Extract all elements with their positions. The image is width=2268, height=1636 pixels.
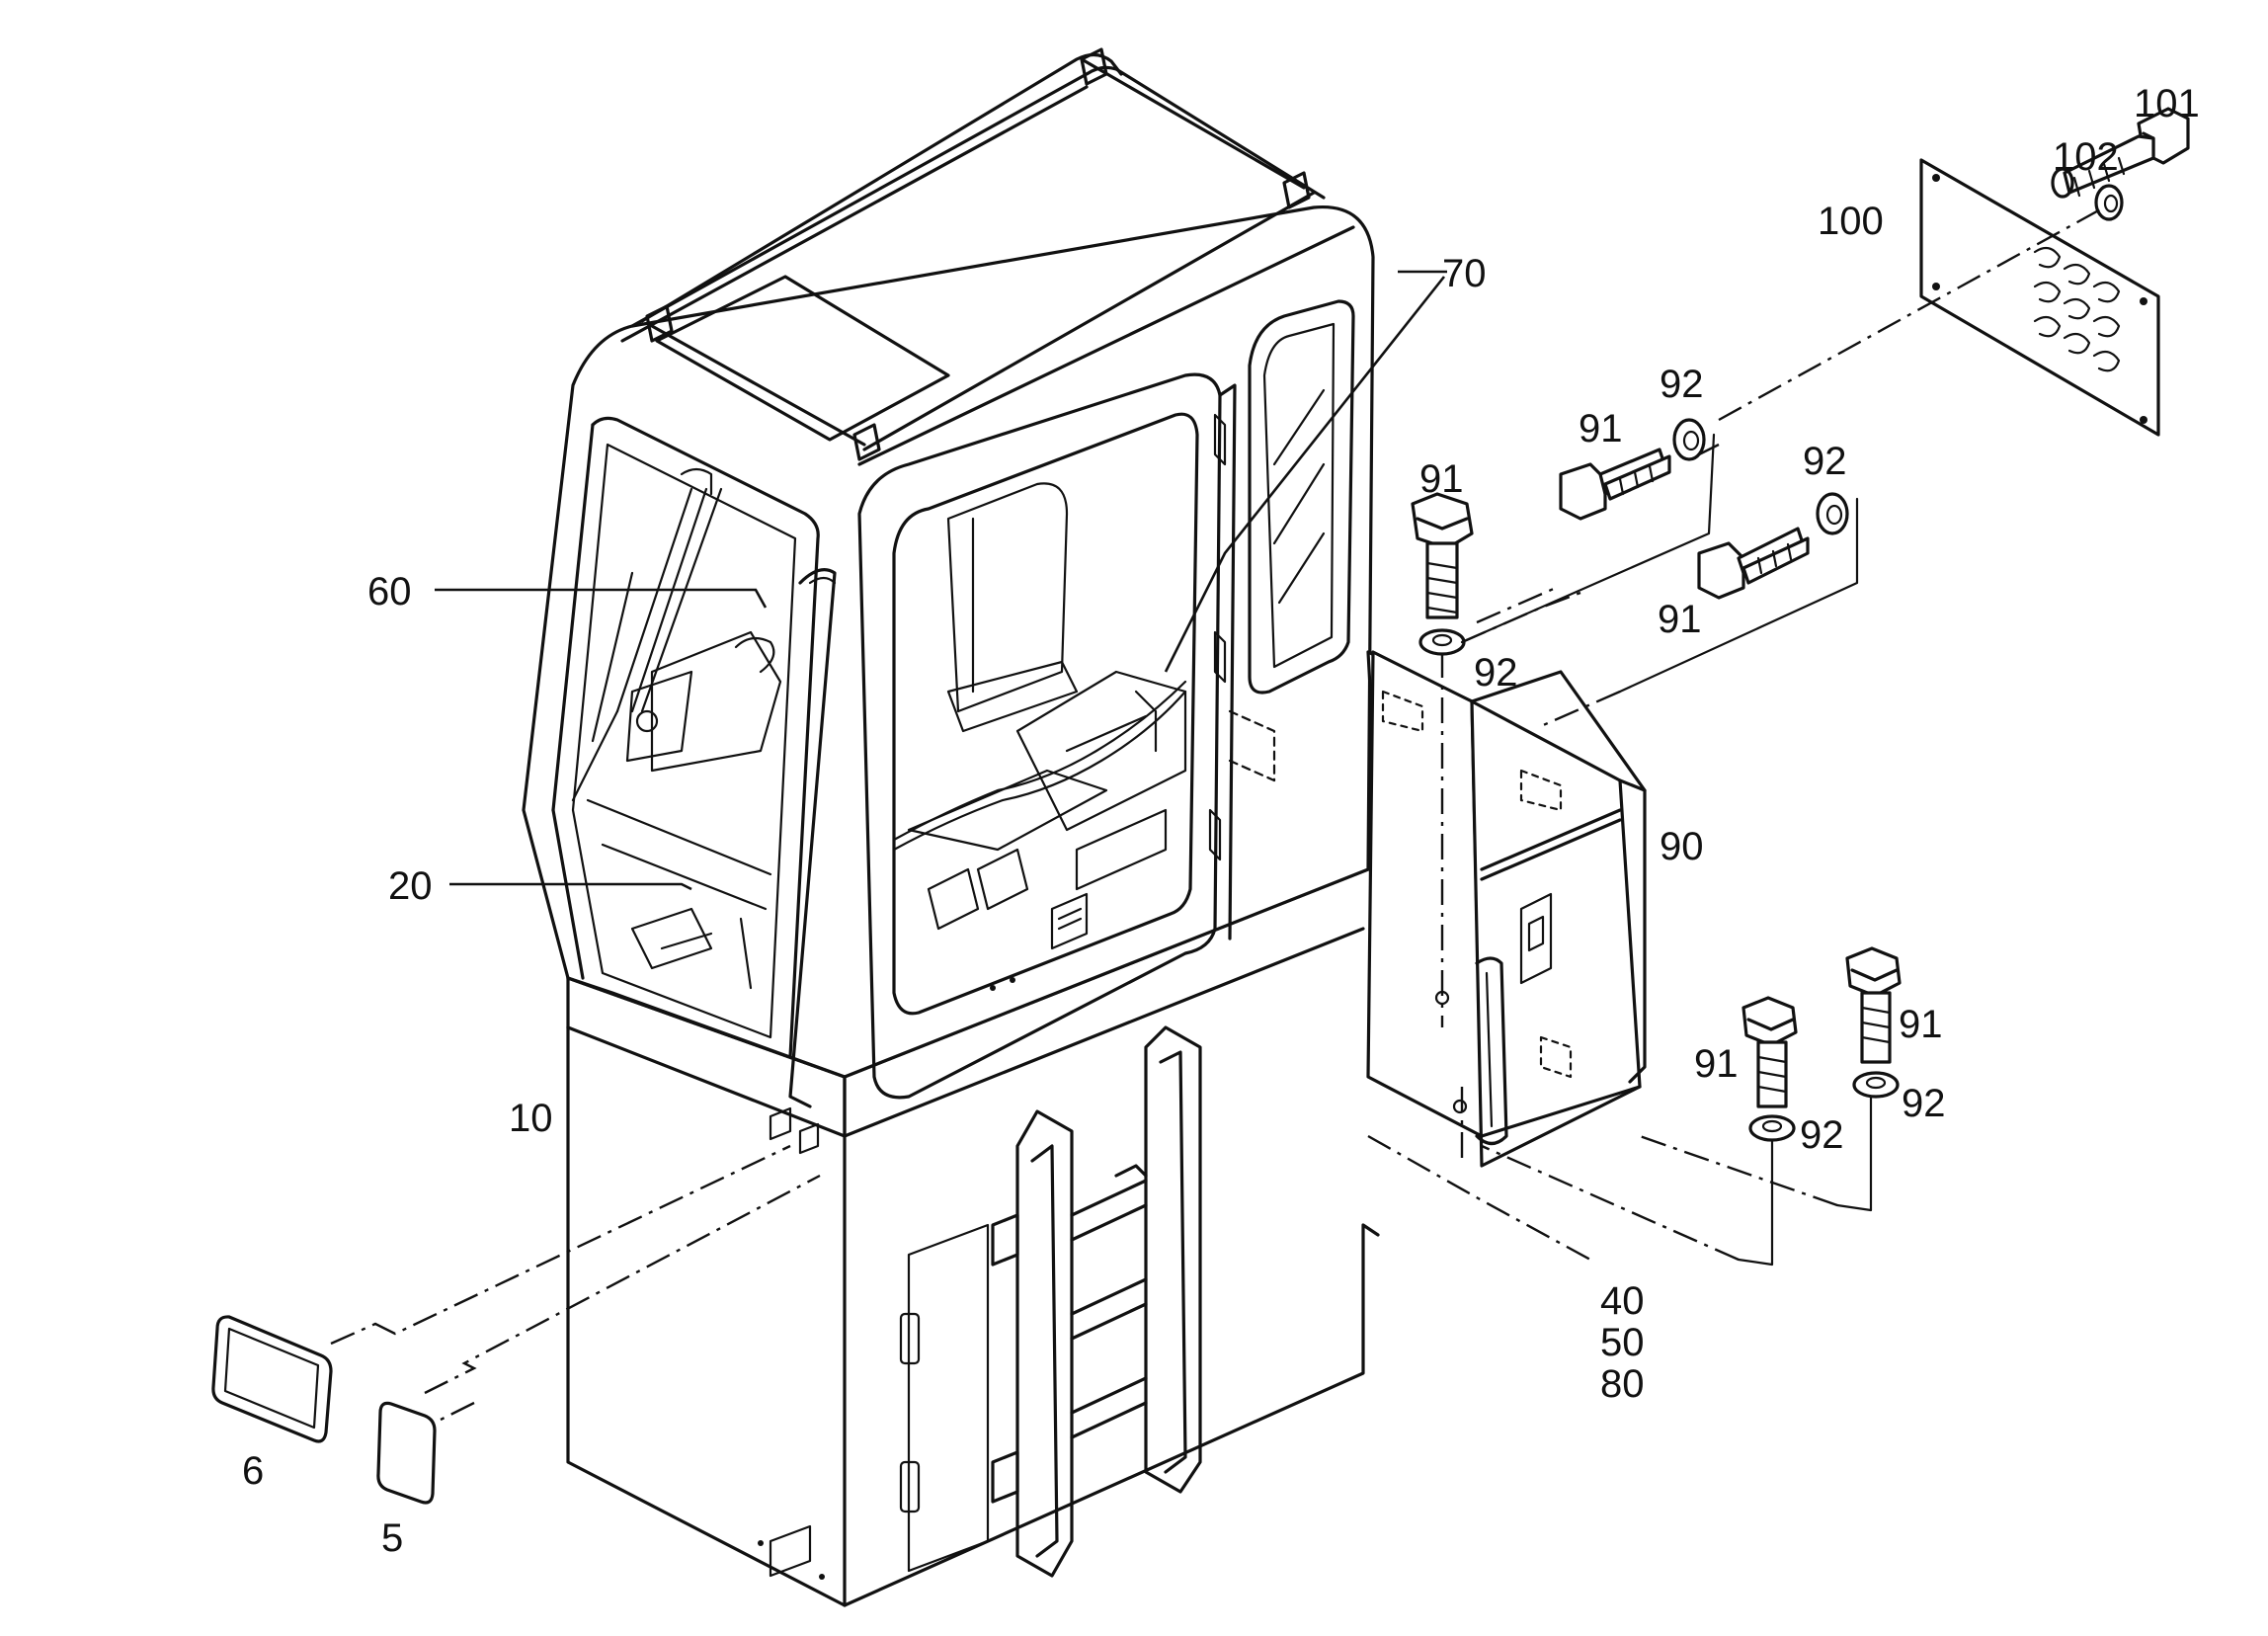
label-40: 40 <box>1600 1279 1645 1323</box>
plate <box>1919 158 2160 437</box>
bolt-91-vertical-lower-b <box>1845 946 1902 1099</box>
label-101: 101 <box>2134 82 2200 125</box>
callout-labels: 101 102 100 70 92 91 92 91 92 91 60 20 9… <box>242 82 2200 1560</box>
lamp-6 <box>211 1315 333 1443</box>
label-102: 102 <box>2053 135 2119 179</box>
label-92-vertical: 92 <box>1474 651 1518 695</box>
assembly-lines <box>330 205 2105 1425</box>
tool-box <box>1366 650 1647 1168</box>
lamp-5 <box>376 1401 437 1505</box>
label-91-lower-left: 91 <box>1694 1042 1739 1086</box>
label-5: 5 <box>381 1516 403 1560</box>
label-92-lower-left: 92 <box>1800 1113 1844 1157</box>
label-90: 90 <box>1660 825 1704 868</box>
cab <box>522 47 1375 1108</box>
label-20: 20 <box>388 864 433 908</box>
label-91-mid: 91 <box>1658 598 1702 641</box>
label-70: 70 <box>1442 252 1487 295</box>
label-91-lower-right: 91 <box>1899 1003 1943 1046</box>
leader-lines <box>435 270 1447 891</box>
label-92-top: 92 <box>1660 363 1704 406</box>
bolt-91-horizontal-a <box>1559 418 1706 521</box>
label-100: 100 <box>1818 200 1884 243</box>
label-92-lower-right: 92 <box>1902 1082 1946 1125</box>
base-box <box>566 927 1380 1607</box>
label-80: 80 <box>1600 1362 1645 1406</box>
ladder <box>991 1025 1202 1578</box>
label-60: 60 <box>367 570 412 614</box>
label-50: 50 <box>1600 1321 1645 1364</box>
label-92-right: 92 <box>1803 440 1847 483</box>
label-6: 6 <box>242 1449 264 1493</box>
label-91-vertical: 91 <box>1419 457 1464 501</box>
washer-102 <box>2094 184 2124 221</box>
bolt-91-horizontal-b <box>1697 492 1849 600</box>
bolt-91-vertical-upper <box>1411 492 1474 656</box>
bolt-91-vertical-lower-a <box>1742 996 1798 1142</box>
bolt-101 <box>2051 107 2190 199</box>
label-10: 10 <box>509 1097 553 1140</box>
label-91-top: 91 <box>1579 407 1623 450</box>
